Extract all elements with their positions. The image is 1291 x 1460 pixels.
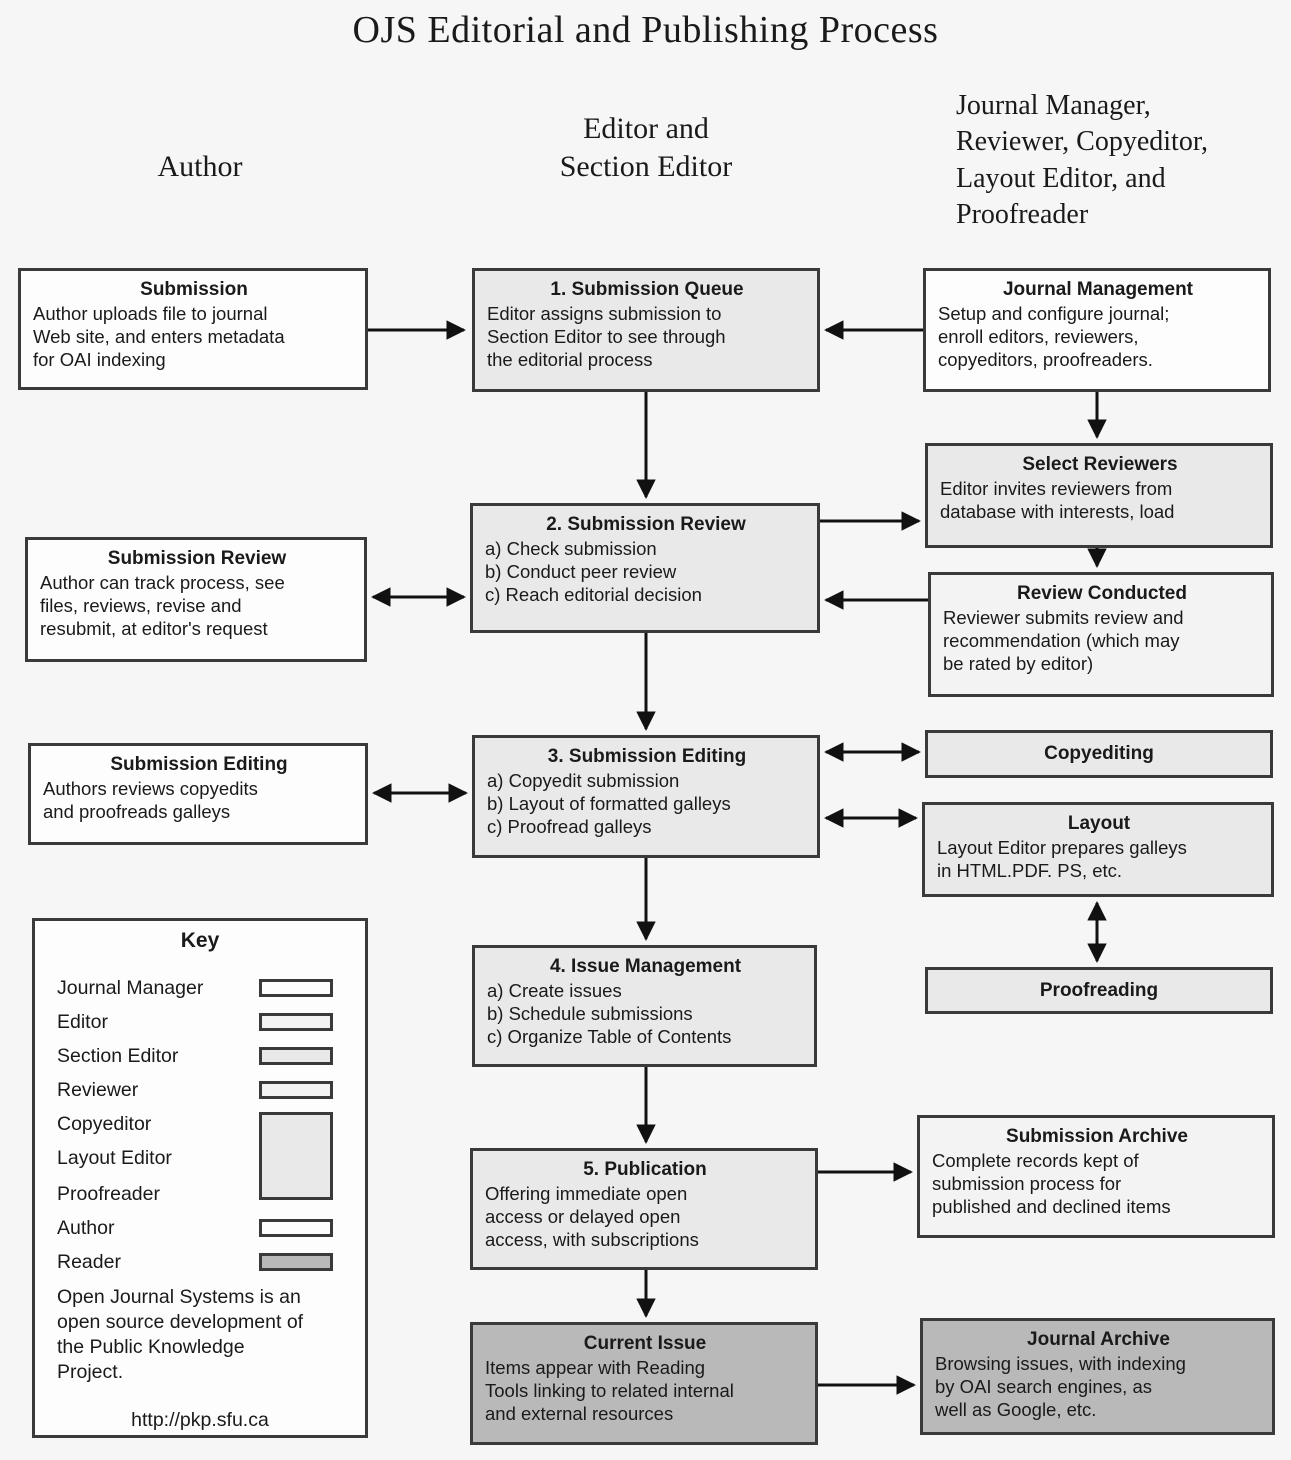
box-submission-editing: 3. Submission Editing a) Copyedit submis… xyxy=(472,735,820,858)
box-publication: 5. Publication Offering immediate open a… xyxy=(470,1148,818,1270)
key-swatch-journal-manager xyxy=(259,979,333,997)
column-header-editor: Editor and Section Editor xyxy=(559,112,733,183)
box-layout-title: Layout xyxy=(1067,813,1131,834)
box-copyediting: Copyediting xyxy=(925,730,1273,778)
box-submission-queue-title: 1. Submission Queue xyxy=(550,279,744,300)
key-label-section-editor: Section Editor xyxy=(57,1045,179,1067)
box-journal-archive-body: Browsing issues, with indexing by OAI se… xyxy=(935,1353,1186,1420)
box-select-reviewers-body: Editor invites reviewers from database w… xyxy=(940,478,1175,522)
box-author-submission-review: Submission Review Author can track proce… xyxy=(25,537,367,662)
key-swatch-reader xyxy=(259,1253,333,1271)
key-swatch-section-editor xyxy=(259,1047,333,1065)
box-author-submission-review-body: Author can track process, see files, rev… xyxy=(40,572,285,639)
box-review-conducted: Review Conducted Reviewer submits review… xyxy=(928,572,1274,697)
box-submission-archive-body: Complete records kept of submission proc… xyxy=(932,1150,1171,1217)
diagram-title: OJS Editorial and Publishing Process xyxy=(352,9,939,51)
column-header-author: Author xyxy=(157,150,243,183)
key-label-author: Author xyxy=(57,1217,115,1239)
box-journal-archive: Journal Archive Browsing issues, with in… xyxy=(920,1318,1275,1435)
box-submission-title: Submission xyxy=(140,279,248,300)
box-author-submission-editing-body: Authors reviews copyedits and proofreads… xyxy=(43,778,258,822)
box-issue-management-body: a) Create issues b) Schedule submissions… xyxy=(487,980,732,1047)
box-journal-archive-title: Journal Archive xyxy=(1027,1329,1170,1350)
box-publication-title: 5. Publication xyxy=(583,1159,707,1180)
legend-key: Key Journal Manager Editor Section Edito… xyxy=(32,918,368,1438)
box-current-issue: Current Issue Items appear with Reading … xyxy=(470,1322,818,1445)
box-submission-body: Author uploads file to journal Web site,… xyxy=(33,303,285,370)
key-swatch-copyeditor-layout-proofreader xyxy=(259,1112,333,1200)
box-proofreading: Proofreading xyxy=(925,967,1273,1014)
key-swatch-editor xyxy=(259,1013,333,1031)
box-submission-review-body: a) Check submission b) Conduct peer revi… xyxy=(485,538,702,605)
box-submission-editing-title: 3. Submission Editing xyxy=(547,746,747,767)
key-label-journal-manager: Journal Manager xyxy=(57,977,204,999)
box-submission-review: 2. Submission Review a) Check submission… xyxy=(470,503,820,633)
column-header-roles: Journal Manager, Reviewer, Copyeditor, L… xyxy=(956,90,1209,231)
box-copyediting-title: Copyediting xyxy=(1044,743,1154,764)
box-issue-management: 4. Issue Management a) Create issues b) … xyxy=(472,945,817,1067)
box-author-submission-editing: Submission Editing Authors reviews copye… xyxy=(28,743,368,845)
box-current-issue-body: Items appear with Reading Tools linking … xyxy=(485,1357,734,1424)
box-journal-management-title: Journal Management xyxy=(1002,279,1194,300)
box-select-reviewers: Select Reviewers Editor invites reviewer… xyxy=(925,443,1273,548)
key-label-reader: Reader xyxy=(57,1251,121,1273)
box-journal-management-body: Setup and configure journal; enroll edit… xyxy=(938,303,1170,370)
box-author-submission-editing-title: Submission Editing xyxy=(110,754,288,775)
box-publication-body: Offering immediate open access or delaye… xyxy=(485,1183,699,1250)
box-issue-management-title: 4. Issue Management xyxy=(549,956,742,977)
key-swatch-author xyxy=(259,1219,333,1237)
box-layout-body: Layout Editor prepares galleys in HTML.P… xyxy=(937,837,1187,881)
box-select-reviewers-title: Select Reviewers xyxy=(1022,454,1178,475)
box-submission-editing-body: a) Copyedit submission b) Layout of form… xyxy=(487,770,731,837)
key-swatch-reviewer xyxy=(259,1081,333,1099)
box-submission-queue-body: Editor assigns submission to Section Edi… xyxy=(487,303,726,370)
box-proofreading-title: Proofreading xyxy=(1039,979,1159,1001)
box-review-conducted-title: Review Conducted xyxy=(1017,583,1187,604)
key-label-reviewer: Reviewer xyxy=(57,1079,139,1101)
box-journal-management: Journal Management Setup and configure j… xyxy=(923,268,1271,392)
key-note: Open Journal Systems is an open source d… xyxy=(57,1286,304,1383)
box-submission: Submission Author uploads file to journa… xyxy=(18,268,368,390)
box-review-conducted-body: Reviewer submits review and recommendati… xyxy=(943,607,1184,674)
key-label-editor: Editor xyxy=(57,1011,108,1033)
key-label-layout-editor: Layout Editor xyxy=(57,1147,172,1169)
box-layout: Layout Layout Editor prepares galleys in… xyxy=(922,802,1274,897)
key-title: Key xyxy=(180,929,220,952)
key-label-copyeditor: Copyeditor xyxy=(57,1113,152,1135)
box-current-issue-title: Current Issue xyxy=(583,1333,707,1354)
key-url: http://pkp.sfu.ca xyxy=(131,1409,269,1431)
box-submission-queue: 1. Submission Queue Editor assigns submi… xyxy=(472,268,820,392)
box-submission-review-title: 2. Submission Review xyxy=(546,514,746,535)
box-submission-archive: Submission Archive Complete records kept… xyxy=(917,1115,1275,1238)
box-author-submission-review-title: Submission Review xyxy=(107,548,287,569)
box-submission-archive-title: Submission Archive xyxy=(1006,1126,1188,1147)
key-label-proofreader: Proofreader xyxy=(57,1183,160,1205)
